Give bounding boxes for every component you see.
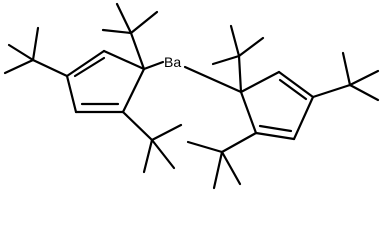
left-cyclopentadienyl-ring (65, 49, 146, 114)
left-tert-butyl-bottom (121, 110, 183, 174)
right-ring-bond-c3-c4 (292, 95, 315, 141)
molecule-drawing: Ba (3, 2, 380, 190)
right-ring-bond-c5-c1 (239, 90, 258, 135)
left-ring-double-bond-c4-c5-inner (73, 56, 106, 78)
right-ring-bond-c1-c2 (239, 70, 281, 94)
barium-bonds (142, 60, 243, 94)
right-ring-double-bond-c2-c3-inner (278, 78, 308, 101)
bond-barium-to-right-ring (183, 65, 243, 94)
right-ring-bond-c2-c3 (277, 70, 315, 99)
right-tert-butyl-bottom (186, 131, 258, 190)
right-ring-double-bond-c4-c5-inner (258, 124, 293, 133)
right-tert-butyl-top (211, 24, 265, 94)
barium-atom-label: Ba (164, 54, 181, 70)
left-tert-butyl-top (101, 2, 159, 71)
left-ring-bond-c5-c1 (102, 49, 146, 71)
left-ring-bond-c4-c5 (65, 49, 106, 78)
chemical-structure-figure: Ba (3, 2, 380, 190)
left-tert-butyl-side (3, 26, 69, 78)
right-cyclopentadienyl-ring (239, 70, 315, 141)
bond-left-ring-to-barium (142, 60, 165, 71)
left-ring-bond-c1-c2 (121, 67, 146, 114)
right-ring-bond-c4-c5 (254, 131, 296, 141)
left-ring-bond-c3-c4 (65, 74, 78, 114)
right-tert-butyl-side (311, 51, 380, 102)
